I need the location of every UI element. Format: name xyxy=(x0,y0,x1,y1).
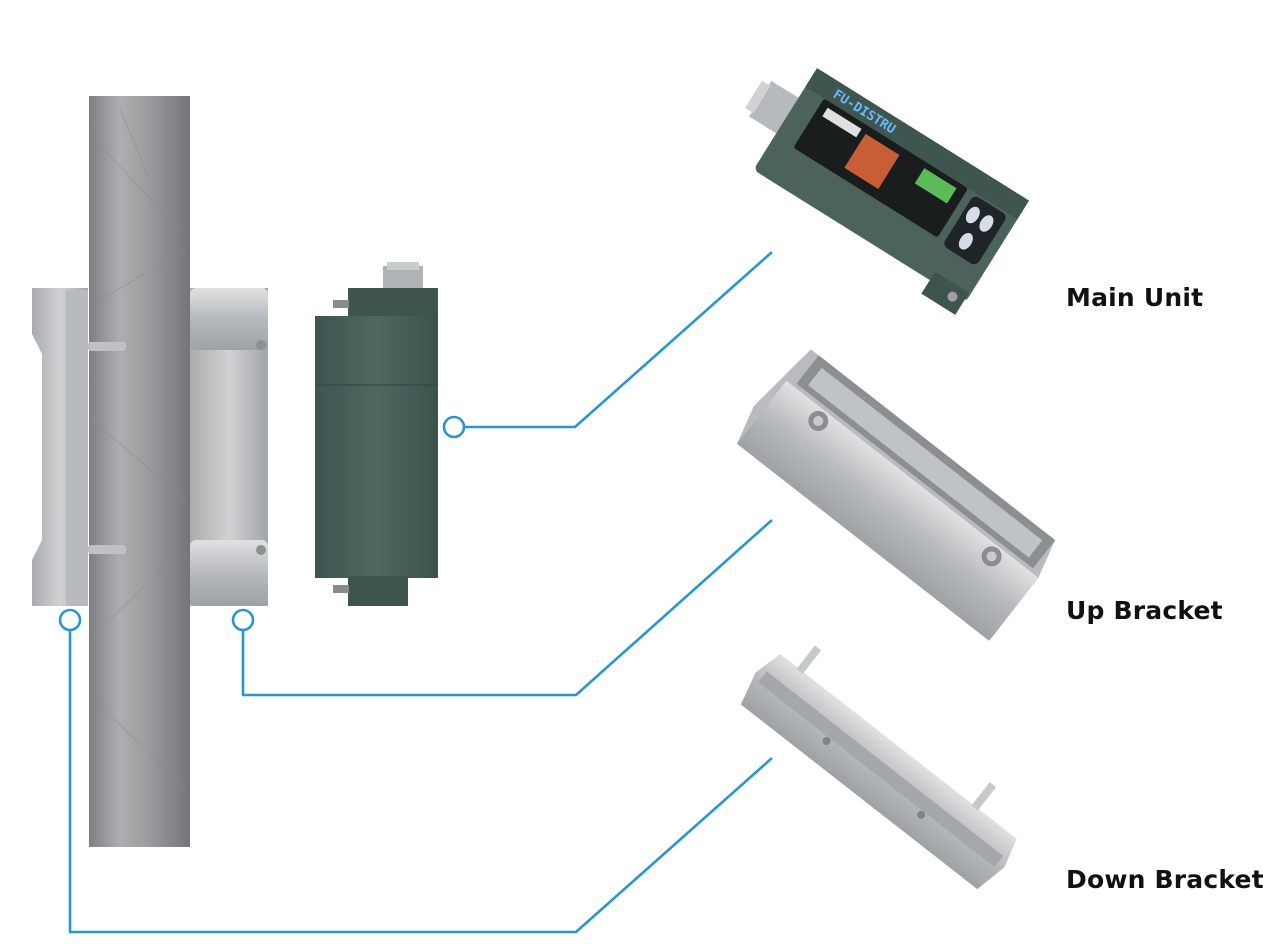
leader-line-down-bracket xyxy=(68,630,773,934)
up-bracket-product xyxy=(736,349,1056,641)
main-unit-product: FU-DISTRU xyxy=(744,68,1030,315)
label-main-unit: Main Unit xyxy=(1066,283,1204,312)
label-up-bracket: Up Bracket xyxy=(1066,596,1223,625)
down-bracket-assembled xyxy=(32,288,126,606)
leader-line-main-unit xyxy=(465,251,773,429)
anchor-dot-main-unit xyxy=(442,415,466,439)
main-unit-side-view xyxy=(315,262,438,606)
pipe xyxy=(89,96,190,847)
label-down-bracket: Down Bracket xyxy=(1066,865,1263,894)
anchor-dot-up-bracket xyxy=(231,608,255,632)
leader-line-up-bracket xyxy=(241,519,773,697)
anchor-dot-down-bracket xyxy=(58,608,82,632)
up-bracket-assembled xyxy=(190,288,268,606)
down-bracket-product xyxy=(740,645,1017,890)
